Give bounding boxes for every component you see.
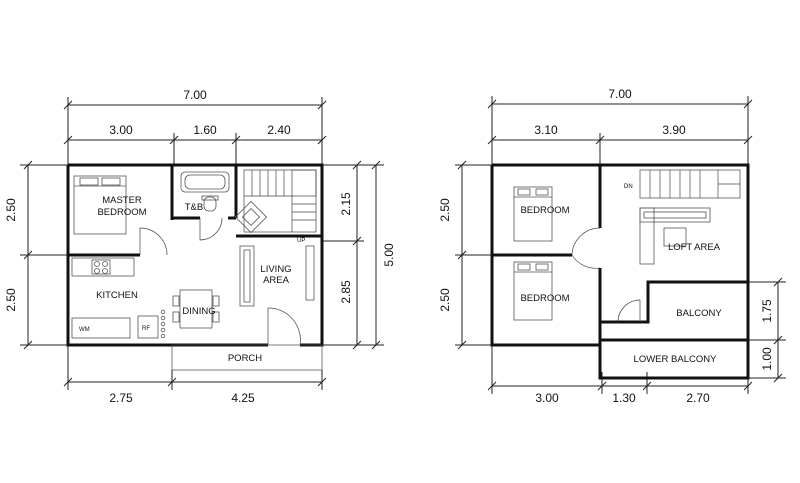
- wm-label: WM: [79, 327, 90, 333]
- gf-bottom-seg-1: 2.75: [109, 391, 133, 405]
- master-bedroom: MASTER BEDROOM: [73, 175, 147, 235]
- sf-dim-right: 1.75 1.00: [748, 277, 786, 383]
- gf-dim-right: 2.15 2.85 5.00: [322, 160, 396, 350]
- sf-bedroom-1: BEDROOM: [513, 186, 570, 242]
- sf-left-seg-1: 2.50: [438, 198, 452, 222]
- sf-stairs: DN: [624, 169, 741, 199]
- bedroom-2-label: BEDROOM: [520, 293, 569, 304]
- gf-right-total: 5.00: [382, 243, 396, 267]
- sf-lower-balcony: LOWER BALCONY: [634, 354, 718, 365]
- gf-left-seg-1: 2.50: [4, 198, 18, 222]
- rf-label: RF: [142, 326, 150, 332]
- sf-left-seg-2: 2.50: [438, 288, 452, 312]
- kitchen-label: KITCHEN: [96, 290, 138, 301]
- living-area-label-line2: AREA: [263, 275, 290, 286]
- sf-dim-total-width: 7.00: [487, 87, 753, 165]
- sf-walls: [490, 163, 750, 380]
- loft-area-label: LOFT AREA: [668, 242, 721, 253]
- tb-label: T&B: [185, 202, 203, 213]
- sf-dim-left: 2.50 2.50: [438, 160, 492, 350]
- kitchen: KITCHEN WM RF: [71, 257, 166, 339]
- gf-top-seg-1: 3.00: [109, 123, 133, 137]
- living-area: LIVING AREA: [234, 200, 315, 307]
- master-bedroom-label-line2: BEDROOM: [97, 207, 146, 218]
- gf-stairs: UP: [243, 169, 317, 244]
- bedroom-1-label: BEDROOM: [520, 205, 569, 216]
- gf-top-seg-3: 2.40: [267, 123, 291, 137]
- sf-bottom-seg-2: 1.30: [612, 391, 636, 405]
- gf-dim-total-width: 7.00: [63, 88, 327, 165]
- dining-label: DINING: [182, 306, 215, 317]
- gf-porch: PORCH: [171, 344, 323, 371]
- sf-top-seg-2: 3.90: [662, 123, 686, 137]
- sf-balcony: BALCONY: [676, 308, 722, 319]
- gf-dim-left: 2.50 2.50: [4, 160, 68, 350]
- sf-bottom-seg-3: 2.70: [686, 391, 710, 405]
- sf-doors: [571, 227, 641, 323]
- gf-top-seg-2: 1.60: [193, 123, 217, 137]
- sf-right-seg-2: 1.00: [760, 347, 774, 371]
- living-area-label-line1: LIVING: [260, 264, 291, 275]
- master-bedroom-label-line1: MASTER: [102, 195, 142, 206]
- sf-right-seg-1: 1.75: [760, 299, 774, 323]
- sf-dim-top-segments: 3.10 3.90: [487, 123, 753, 165]
- lower-balcony-label: LOWER BALCONY: [634, 354, 718, 365]
- gf-total-width-label: 7.00: [183, 88, 207, 102]
- sf-bedroom-2: BEDROOM: [513, 261, 570, 321]
- dining-area: DINING: [172, 289, 220, 329]
- toilet-and-bath: T&B: [180, 171, 230, 213]
- ground-floor-plan: 7.00 3.00 1.60 2.40 2.50 2.50: [4, 88, 396, 405]
- gf-right-inner-1: 2.15: [339, 192, 353, 216]
- sf-dim-bottom: 3.00 1.30 2.70: [487, 345, 753, 405]
- gf-doors: [139, 217, 301, 346]
- gf-right-inner-2: 2.85: [339, 280, 353, 304]
- gf-dim-bottom: 2.75 4.25: [63, 345, 327, 405]
- sf-bottom-seg-1: 3.00: [535, 391, 559, 405]
- gf-left-seg-2: 2.50: [4, 288, 18, 312]
- gf-bottom-seg-2: 4.25: [231, 391, 255, 405]
- balcony-label: BALCONY: [676, 308, 722, 319]
- sf-top-seg-1: 3.10: [534, 123, 558, 137]
- sf-total-width-label: 7.00: [608, 87, 632, 101]
- gf-dim-top-segments: 3.00 1.60 2.40: [63, 123, 327, 165]
- stair-up-label: UP: [297, 238, 305, 244]
- second-floor-plan: 7.00 3.10 3.90 2.50 2.50: [438, 87, 786, 405]
- porch-label: PORCH: [228, 353, 262, 364]
- stair-dn-label: DN: [624, 184, 633, 190]
- loft-area: LOFT AREA: [639, 207, 721, 265]
